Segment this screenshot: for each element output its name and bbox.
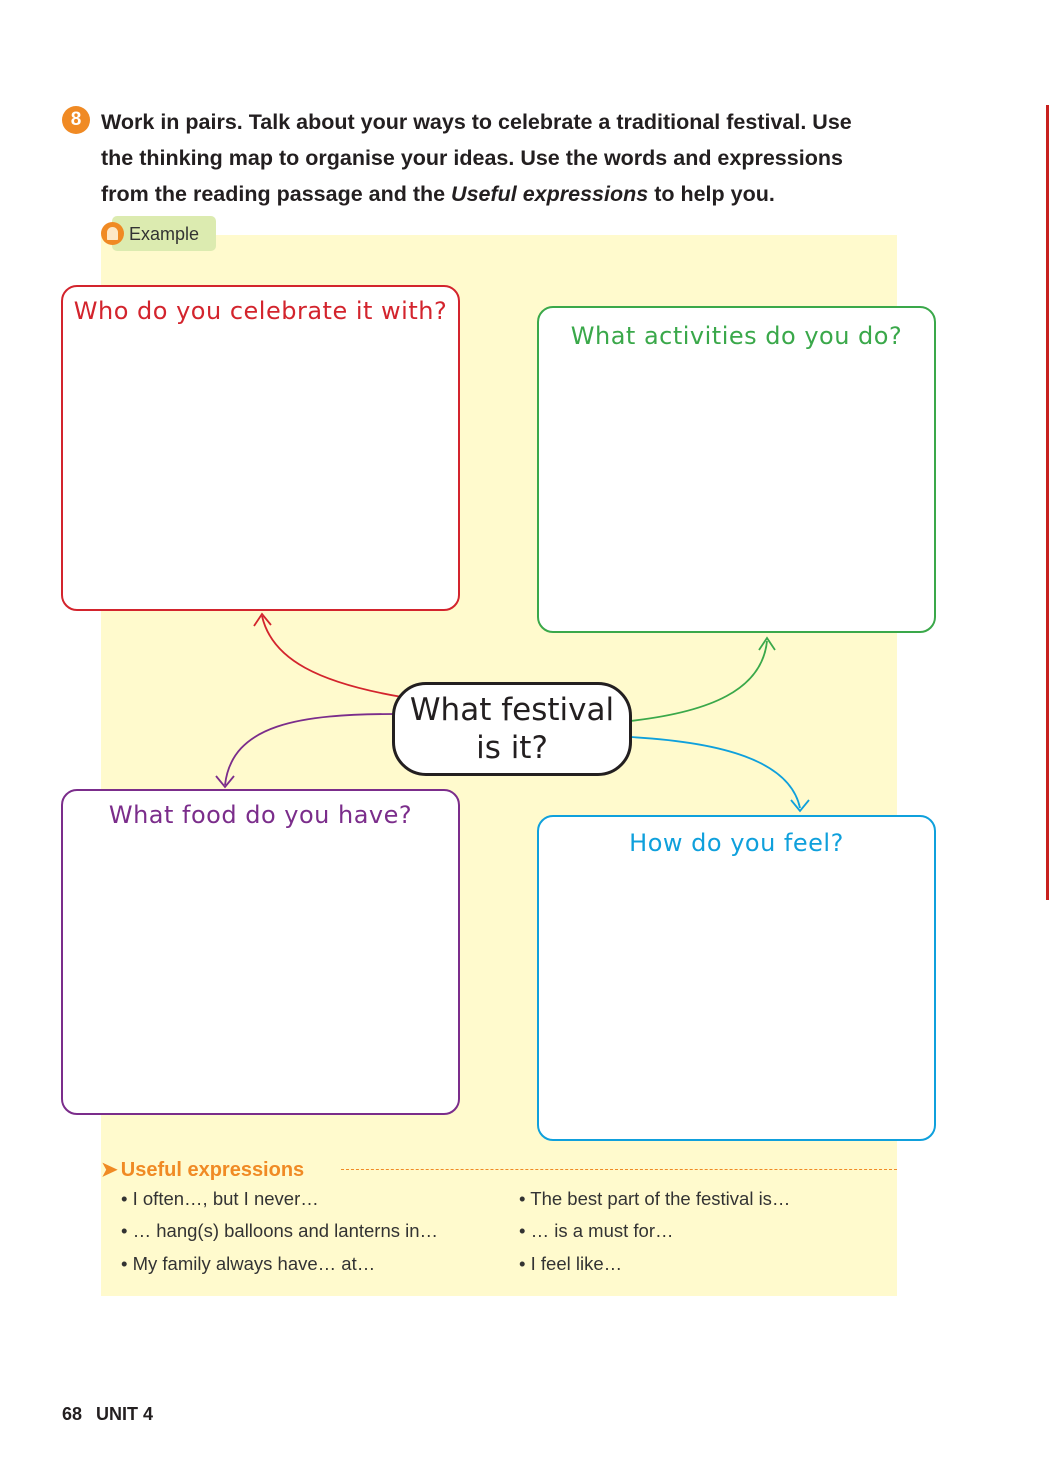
expression-left-3: • My family always have… at… <box>121 1253 376 1274</box>
activities-question: What activities do you do? <box>570 322 903 350</box>
arrow-to-feel <box>629 736 801 809</box>
arrow-to-food <box>224 713 397 786</box>
food-box: What food do you have? <box>61 789 460 1115</box>
expression-right-3: • I feel like… <box>519 1253 623 1274</box>
arrow-right-icon: ➤ <box>101 1159 118 1181</box>
task-text: Work in pairs. Talk about your ways to c… <box>101 104 961 212</box>
who-box: Who do you celebrate it with? <box>61 285 460 611</box>
expression-left-1: • I often…, but I never… <box>121 1188 319 1209</box>
arrow-to-who <box>261 615 403 698</box>
expression-left-2: • … hang(s) balloons and lanterns in… <box>121 1220 439 1241</box>
useful-expressions-title: ➤Useful expressions <box>101 1159 305 1181</box>
page-edge-mark <box>1046 105 1049 900</box>
center-line-1: What festival <box>409 692 615 728</box>
arrowhead-activities <box>758 636 776 651</box>
dashed-divider <box>341 1169 897 1170</box>
arrow-to-activities <box>629 640 768 722</box>
task-line-3: from the reading passage and the Useful … <box>101 182 775 206</box>
activities-box: What activities do you do? <box>537 306 936 633</box>
who-question: Who do you celebrate it with? <box>73 297 448 325</box>
example-tag <box>112 216 216 251</box>
feel-box: How do you feel? <box>537 815 936 1141</box>
unit-label: UNIT 4 <box>96 1404 154 1424</box>
speaking-icon <box>101 222 124 245</box>
expression-right-2: • … is a must for… <box>519 1220 674 1241</box>
example-label: Example <box>129 224 200 244</box>
expression-right-1: • The best part of the festival is… <box>519 1188 791 1209</box>
feel-question: How do you feel? <box>629 829 844 857</box>
arrowhead-food <box>215 775 235 789</box>
useful-expressions-ref: Useful expressions <box>451 182 649 206</box>
food-question: What food do you have? <box>108 801 413 829</box>
page-footer: 68 UNIT 4 <box>62 1404 167 1425</box>
task-line-1: Work in pairs. Talk about your ways to c… <box>101 110 852 134</box>
task-line-2: the thinking map to organise your ideas.… <box>101 146 843 170</box>
task-number-badge: 8 <box>62 106 90 134</box>
center-line-2: is it? <box>476 730 548 766</box>
page-number: 68 <box>62 1404 83 1424</box>
center-festival-bubble: What festival is it? <box>392 682 632 776</box>
arrowhead-feel <box>790 799 810 813</box>
arrowhead-who <box>253 612 272 627</box>
